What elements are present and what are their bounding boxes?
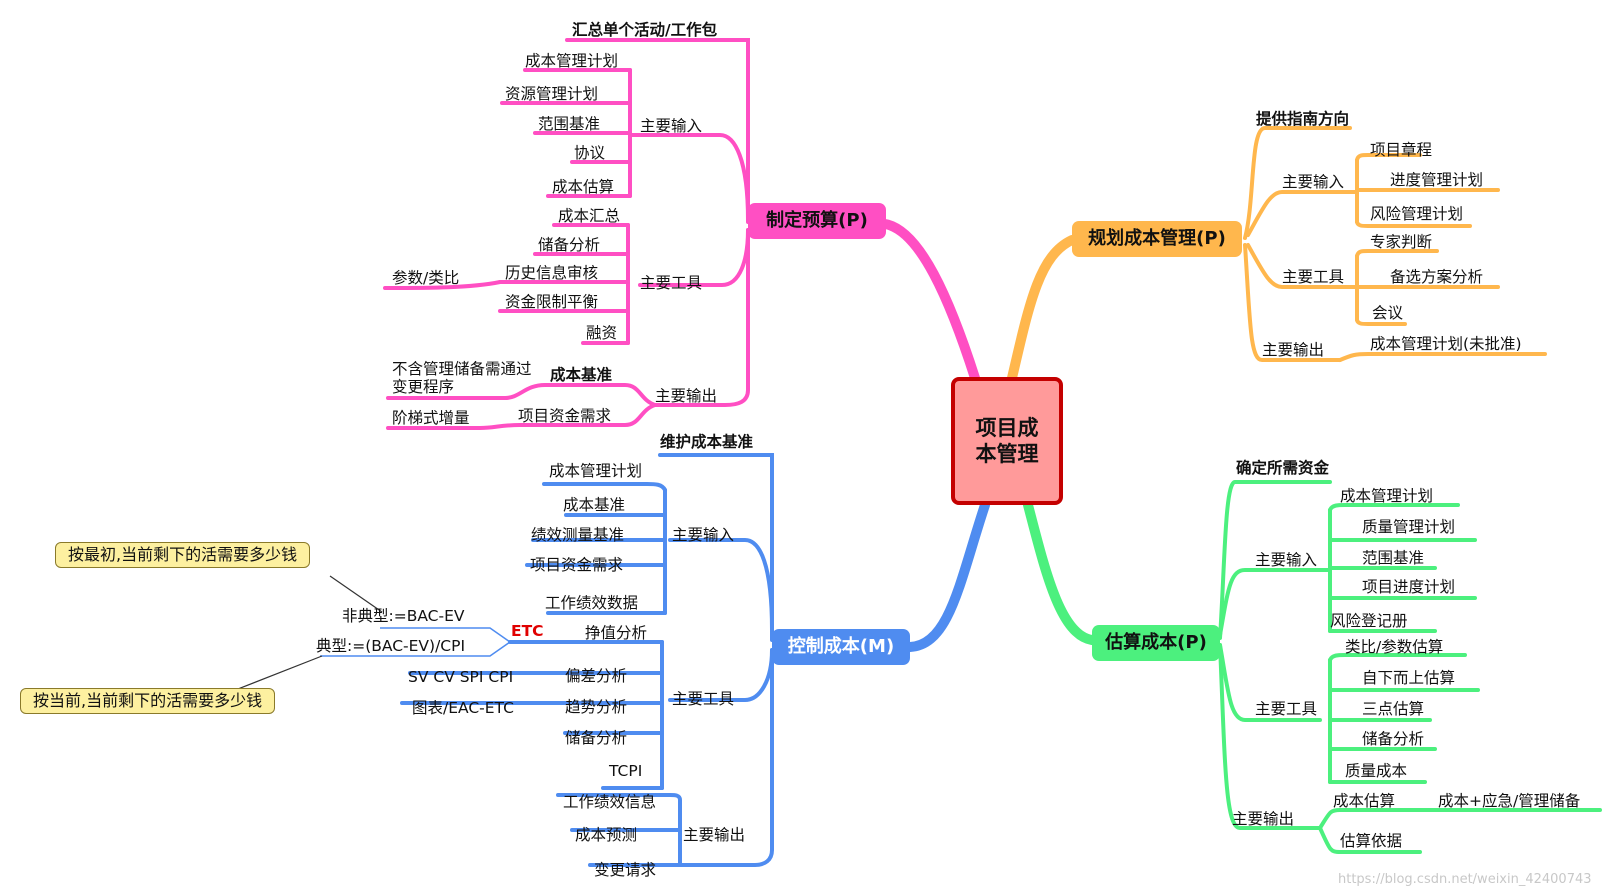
topic-estimate-inputs[interactable]: 主要输入 bbox=[1255, 551, 1318, 569]
topic-budget-tools[interactable]: 主要工具 bbox=[640, 274, 703, 292]
topic-etc-typical[interactable]: 典型:=(BAC-EV)/CPI bbox=[316, 637, 466, 655]
topic-budget-outputs[interactable]: 主要输出 bbox=[655, 387, 718, 405]
branch-plan-cost-management[interactable]: 规划成本管理(P) bbox=[1072, 221, 1242, 257]
topic-etc-atypical[interactable]: 非典型:=BAC-EV bbox=[342, 607, 465, 625]
topic-control-output-item[interactable]: 变更请求 bbox=[594, 861, 657, 879]
topic-estimate-output-item[interactable]: 成本估算 bbox=[1333, 792, 1396, 810]
topic-baseline-note[interactable]: 不含管理储备需通过变更程序 bbox=[392, 360, 532, 396]
topic-control-input-item[interactable]: 项目资金需求 bbox=[530, 556, 624, 574]
trunk-control bbox=[905, 500, 990, 652]
topic-control-output-item[interactable]: 工作绩效信息 bbox=[563, 793, 657, 811]
topic-control-input-item[interactable]: 工作绩效数据 bbox=[545, 594, 639, 612]
topic-budget-input-item[interactable]: 范围基准 bbox=[538, 115, 601, 133]
topic-estimate-input-item[interactable]: 质量管理计划 bbox=[1362, 518, 1456, 536]
topic-variance-note[interactable]: SV CV SPI CPI bbox=[408, 668, 514, 686]
topic-estimate-input-item[interactable]: 成本管理计划 bbox=[1340, 487, 1434, 505]
topic-budget-tool-item[interactable]: 融资 bbox=[586, 324, 618, 342]
topic-plan-input-item[interactable]: 风险管理计划 bbox=[1370, 205, 1464, 223]
topic-estimate-tool-item[interactable]: 储备分析 bbox=[1362, 730, 1425, 748]
topic-funding-requirements[interactable]: 项目资金需求 bbox=[518, 407, 612, 425]
topic-estimate-outputs[interactable]: 主要输出 bbox=[1232, 810, 1295, 828]
topic-control-tool-item[interactable]: 挣值分析 bbox=[585, 624, 648, 642]
topic-estimate-tool-item[interactable]: 类比/参数估算 bbox=[1345, 638, 1444, 656]
topic-cost-baseline[interactable]: 成本基准 bbox=[550, 366, 613, 384]
topic-control-inputs[interactable]: 主要输入 bbox=[672, 526, 735, 544]
topic-estimate-tool-item[interactable]: 自下而上估算 bbox=[1362, 669, 1456, 687]
topic-plan-input-item[interactable]: 进度管理计划 bbox=[1390, 171, 1484, 189]
topic-trend-note[interactable]: 图表/EAC-ETC bbox=[412, 699, 514, 717]
callout-atypical-note[interactable]: 按最初,当前剩下的活需要多少钱 bbox=[55, 542, 311, 568]
branch-control-costs[interactable]: 控制成本(M) bbox=[772, 629, 910, 665]
topic-budget-input-item[interactable]: 成本管理计划 bbox=[525, 52, 619, 70]
topic-plan-tool-item[interactable]: 专家判断 bbox=[1370, 233, 1433, 251]
callout-typical-note[interactable]: 按当前,当前剩下的活需要多少钱 bbox=[20, 688, 276, 714]
topic-control-input-item[interactable]: 绩效测量基准 bbox=[531, 526, 625, 544]
trunk-estimate bbox=[1023, 500, 1097, 645]
topic-plan-outputs[interactable]: 主要输出 bbox=[1262, 341, 1325, 359]
topic-control-tools[interactable]: 主要工具 bbox=[672, 690, 735, 708]
topic-control-tool-item[interactable]: 偏差分析 bbox=[565, 667, 628, 685]
topic-control-outputs[interactable]: 主要输出 bbox=[683, 826, 746, 844]
topic-control-input-item[interactable]: 成本管理计划 bbox=[549, 462, 643, 480]
branch-determine-budget[interactable]: 制定预算(P) bbox=[748, 203, 886, 239]
topic-budget-tool-item[interactable]: 历史信息审核 bbox=[505, 264, 599, 282]
topic-plan-output-item[interactable]: 成本管理计划(未批准) bbox=[1370, 335, 1522, 353]
trunk-plan bbox=[1007, 235, 1077, 383]
topic-budget-input-item[interactable]: 成本估算 bbox=[552, 178, 615, 196]
topic-estimate-tool-item[interactable]: 三点估算 bbox=[1362, 700, 1425, 718]
topic-budget-inputs[interactable]: 主要输入 bbox=[640, 117, 703, 135]
topic-estimate-note[interactable]: 成本+应急/管理储备 bbox=[1438, 792, 1581, 810]
topic-plan-tools[interactable]: 主要工具 bbox=[1282, 268, 1345, 286]
topic-plan-tool-item[interactable]: 备选方案分析 bbox=[1390, 268, 1484, 286]
topic-control-tool-item[interactable]: 储备分析 bbox=[565, 729, 628, 747]
topic-history-note[interactable]: 参数/类比 bbox=[392, 269, 460, 287]
trunk-budget bbox=[880, 219, 980, 383]
topic-budget-input-item[interactable]: 协议 bbox=[574, 144, 606, 162]
topic-estimate-tools[interactable]: 主要工具 bbox=[1255, 700, 1318, 718]
topic-funding-note[interactable]: 阶梯式增量 bbox=[392, 409, 470, 427]
branch-estimate-costs[interactable]: 估算成本(P) bbox=[1092, 625, 1220, 661]
topic-budget-tool-item[interactable]: 成本汇总 bbox=[558, 207, 621, 225]
topic-estimate-output-item[interactable]: 估算依据 bbox=[1340, 832, 1403, 850]
topic-determine-funds[interactable]: 确定所需资金 bbox=[1236, 459, 1330, 477]
topic-budget-input-item[interactable]: 资源管理计划 bbox=[505, 85, 599, 103]
topic-control-output-item[interactable]: 成本预测 bbox=[575, 826, 638, 844]
topic-estimate-input-item[interactable]: 项目进度计划 bbox=[1362, 578, 1456, 596]
topic-etc[interactable]: ETC bbox=[511, 622, 544, 640]
topic-aggregate-activities[interactable]: 汇总单个活动/工作包 bbox=[572, 21, 718, 39]
topic-budget-tool-item[interactable]: 资金限制平衡 bbox=[505, 293, 599, 311]
topic-control-tool-item[interactable]: TCPI bbox=[609, 762, 643, 780]
topic-plan-tool-item[interactable]: 会议 bbox=[1372, 304, 1404, 322]
topic-maintain-baseline[interactable]: 维护成本基准 bbox=[660, 433, 754, 451]
topic-control-tool-item[interactable]: 趋势分析 bbox=[565, 698, 628, 716]
central-topic[interactable]: 项目成本管理 bbox=[951, 377, 1063, 505]
topic-provide-guidance[interactable]: 提供指南方向 bbox=[1256, 110, 1350, 128]
watermark-text: https://blog.csdn.net/weixin_42400743 bbox=[1338, 872, 1592, 887]
topic-estimate-input-item[interactable]: 范围基准 bbox=[1362, 549, 1425, 567]
topic-estimate-tool-item[interactable]: 质量成本 bbox=[1345, 762, 1408, 780]
topic-plan-input-item[interactable]: 项目章程 bbox=[1370, 141, 1433, 159]
topic-estimate-input-item[interactable]: 风险登记册 bbox=[1330, 612, 1408, 630]
topic-plan-inputs[interactable]: 主要输入 bbox=[1282, 173, 1345, 191]
topic-control-input-item[interactable]: 成本基准 bbox=[563, 496, 626, 514]
topic-budget-tool-item[interactable]: 储备分析 bbox=[538, 236, 601, 254]
